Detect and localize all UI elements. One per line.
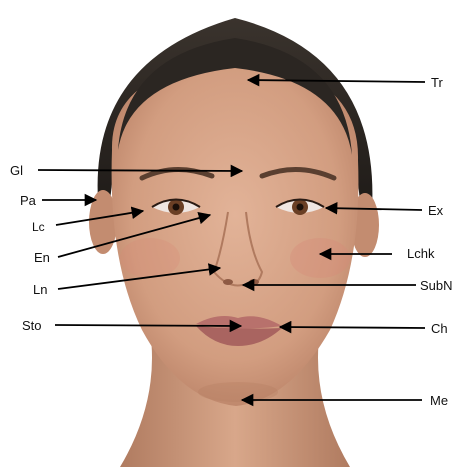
- label-pa: Pa: [20, 194, 36, 207]
- label-gl: Gl: [10, 164, 23, 177]
- label-sto: Sto: [22, 319, 42, 332]
- label-ln: Ln: [33, 283, 47, 296]
- label-subn: SubN: [420, 279, 453, 292]
- arrow-ch: [280, 327, 425, 328]
- label-lc: Lc: [32, 221, 45, 233]
- label-ch: Ch: [431, 322, 448, 335]
- arrow-sto: [55, 325, 241, 326]
- label-tr: Tr: [431, 76, 443, 89]
- arrow-gl: [38, 170, 242, 171]
- label-en: En: [34, 251, 50, 264]
- label-ex: Ex: [428, 204, 443, 217]
- label-lchk: Lchk: [407, 247, 434, 260]
- label-me: Me: [430, 394, 448, 407]
